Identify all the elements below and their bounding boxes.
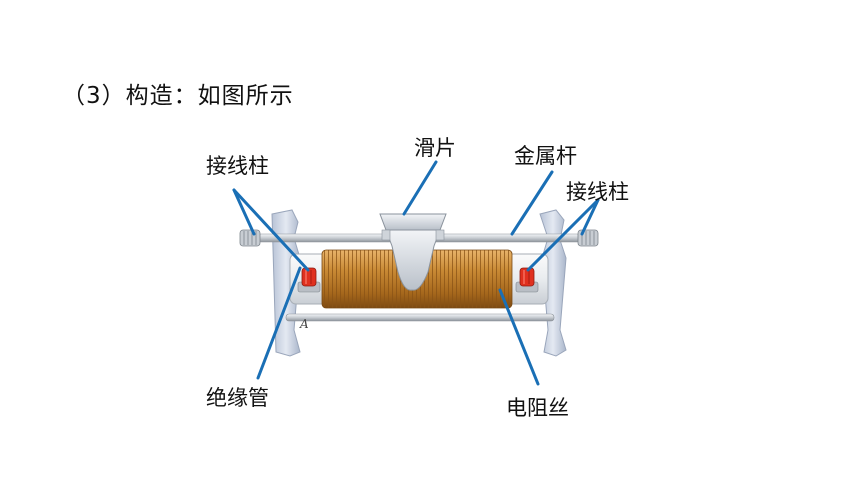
section-heading: （3）构造：如图所示 <box>62 83 294 109</box>
label-insulating-tube: 绝缘管 <box>206 386 269 410</box>
leader-terminal-left-b <box>232 188 310 272</box>
terminal-left <box>297 267 321 293</box>
rod-end-terminal-left <box>239 229 261 247</box>
rod-end-terminal-right <box>577 229 599 247</box>
leader-terminal-right-a <box>526 198 600 272</box>
leader-resistance-wire <box>498 288 540 386</box>
label-slider: 滑片 <box>414 136 456 160</box>
label-resistance-wire: 电阻丝 <box>506 396 569 420</box>
end-letter-a: A <box>299 317 309 331</box>
label-terminal-right: 接线柱 <box>566 180 629 204</box>
leader-metal-rod <box>510 170 554 236</box>
terminal-right <box>515 267 539 293</box>
label-metal-rod: 金属杆 <box>514 144 577 168</box>
leader-terminal-left-a <box>232 188 256 236</box>
leader-slider <box>402 160 438 216</box>
label-terminal-left: 接线柱 <box>206 154 269 178</box>
slider <box>379 213 447 291</box>
bottom-support-rod <box>285 313 555 322</box>
leader-lines <box>232 160 600 386</box>
leader-terminal-right-b <box>580 198 600 236</box>
leader-insulating-tube <box>256 266 302 380</box>
